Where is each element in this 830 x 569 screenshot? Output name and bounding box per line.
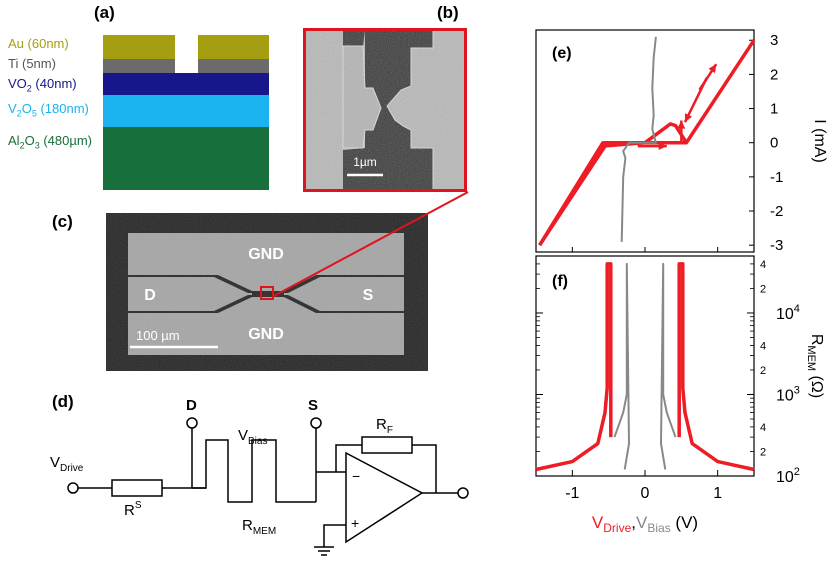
chart-f-xtick-label: 1	[713, 485, 722, 502]
gnd-bottom-label: GND	[248, 326, 284, 343]
stack-gap-ti	[175, 59, 198, 73]
chart-e-ytick-label: -1	[770, 169, 783, 186]
chart-f-ytick-label: 104	[776, 303, 800, 323]
chart-f-xtick-label: 0	[641, 485, 650, 502]
chart-f-minor-label: 2	[760, 365, 766, 377]
chart-f-xlabel: VDrive,VBias (V)	[592, 513, 698, 535]
chart-e-arrow	[683, 77, 708, 123]
chart-e-ytick-label: -2	[770, 203, 783, 220]
sem-inset: 1µm	[303, 28, 467, 192]
d-terminal	[186, 417, 198, 429]
vdrive-label: VDrive	[50, 454, 84, 474]
feedback-wire-left	[335, 444, 362, 472]
rs-label: RS	[124, 500, 142, 519]
chart-f-minor-label: 2	[760, 283, 766, 295]
chart-f-minor-label: 2	[760, 446, 766, 458]
chart-e-ytick-label: 2	[770, 66, 778, 83]
chart-f-minor-label: 4	[760, 259, 766, 271]
s-node-label: S	[308, 397, 318, 414]
d-node-label: D	[186, 397, 197, 414]
panel-label-b: (b)	[437, 3, 459, 22]
opamp-plus-label: +	[351, 515, 359, 531]
chart-f-minor-label: 4	[760, 340, 766, 352]
panel-label-d: (d)	[52, 392, 74, 411]
chart-e-ytick-label: 0	[770, 135, 778, 152]
chart-f-xtick-label: -1	[565, 485, 579, 502]
v2o5-label: V2O5 (180nm)	[8, 101, 89, 119]
au-label: Au (60nm)	[8, 36, 69, 51]
feedback-wire-right	[412, 444, 437, 493]
output-terminal	[457, 487, 469, 499]
panel-label-c: (c)	[52, 212, 73, 231]
chart-f-series-3	[660, 262, 677, 470]
chart-f-series-0	[535, 262, 613, 472]
chart-e-ytick-label: 1	[770, 101, 778, 118]
rmem-label: RMEM	[242, 517, 276, 537]
sem-inset-frame	[303, 28, 467, 192]
v2o5-layer	[103, 95, 269, 127]
ti-label: Ti (5nm)	[8, 56, 56, 71]
chart-e-arrow-head	[658, 142, 667, 151]
chart-e-ytick-label: -3	[770, 237, 783, 254]
chart-f-minor-label: 4	[760, 422, 766, 434]
inset-scale-label: 1µm	[353, 155, 377, 169]
chart-e-series-0	[538, 39, 756, 247]
vo2-label: VO2 (40nm)	[8, 76, 77, 94]
chart-f-series-2	[613, 262, 630, 470]
memristor-wire	[192, 439, 316, 503]
chart-f-frame	[535, 255, 755, 477]
chart-f-ytick-label: 103	[776, 384, 800, 404]
circuit-diagram: VDrive RS D S VBias RMEM RF − +	[50, 397, 469, 556]
chart-f-ytick-base: 10	[776, 306, 794, 323]
drain-label: D	[144, 287, 156, 304]
s-terminal	[310, 417, 322, 429]
rf-label: RF	[376, 416, 393, 436]
chart-e-ylabel: I (mA)	[811, 119, 828, 163]
chart-f-series-1	[677, 262, 755, 472]
device-scale-label: 100 µm	[136, 328, 180, 343]
panel-label-e: (e)	[552, 45, 572, 62]
chart-f-ytick-base: 10	[776, 387, 794, 404]
chart-e-series-2	[620, 36, 657, 242]
sem-inset-noise	[303, 28, 467, 192]
chart-f-ylabel: RMEM (Ω)	[805, 334, 825, 398]
chart-f-ytick-label: 102	[776, 466, 800, 486]
chart-f-ytick-exp: 3	[794, 384, 800, 396]
chart-f-ytick-base: 10	[776, 469, 794, 486]
al2o3-layer	[103, 127, 269, 190]
opamp-minus-label: −	[352, 468, 360, 484]
ground-wire	[323, 524, 346, 547]
opamp	[345, 451, 424, 544]
chart-e-arrow-head	[677, 120, 686, 129]
chart-e-arrow-head	[708, 64, 717, 74]
chart-e-arrow-head	[684, 113, 693, 123]
chart-e-ytick-label: 3	[770, 32, 778, 49]
panel-label-a: (a)	[94, 3, 115, 22]
al2o3-label: Al2O3 (480µm)	[8, 133, 92, 151]
chart-f-ytick-exp: 2	[794, 466, 800, 478]
panel-label-f: (f)	[552, 273, 568, 290]
vbias-label: VBias	[238, 427, 267, 447]
chart-e-plot: 3 2 1 0 -1 -2 -3	[538, 32, 783, 254]
vo2-layer	[103, 73, 269, 95]
chart-f-ytick-exp: 4	[794, 303, 800, 315]
